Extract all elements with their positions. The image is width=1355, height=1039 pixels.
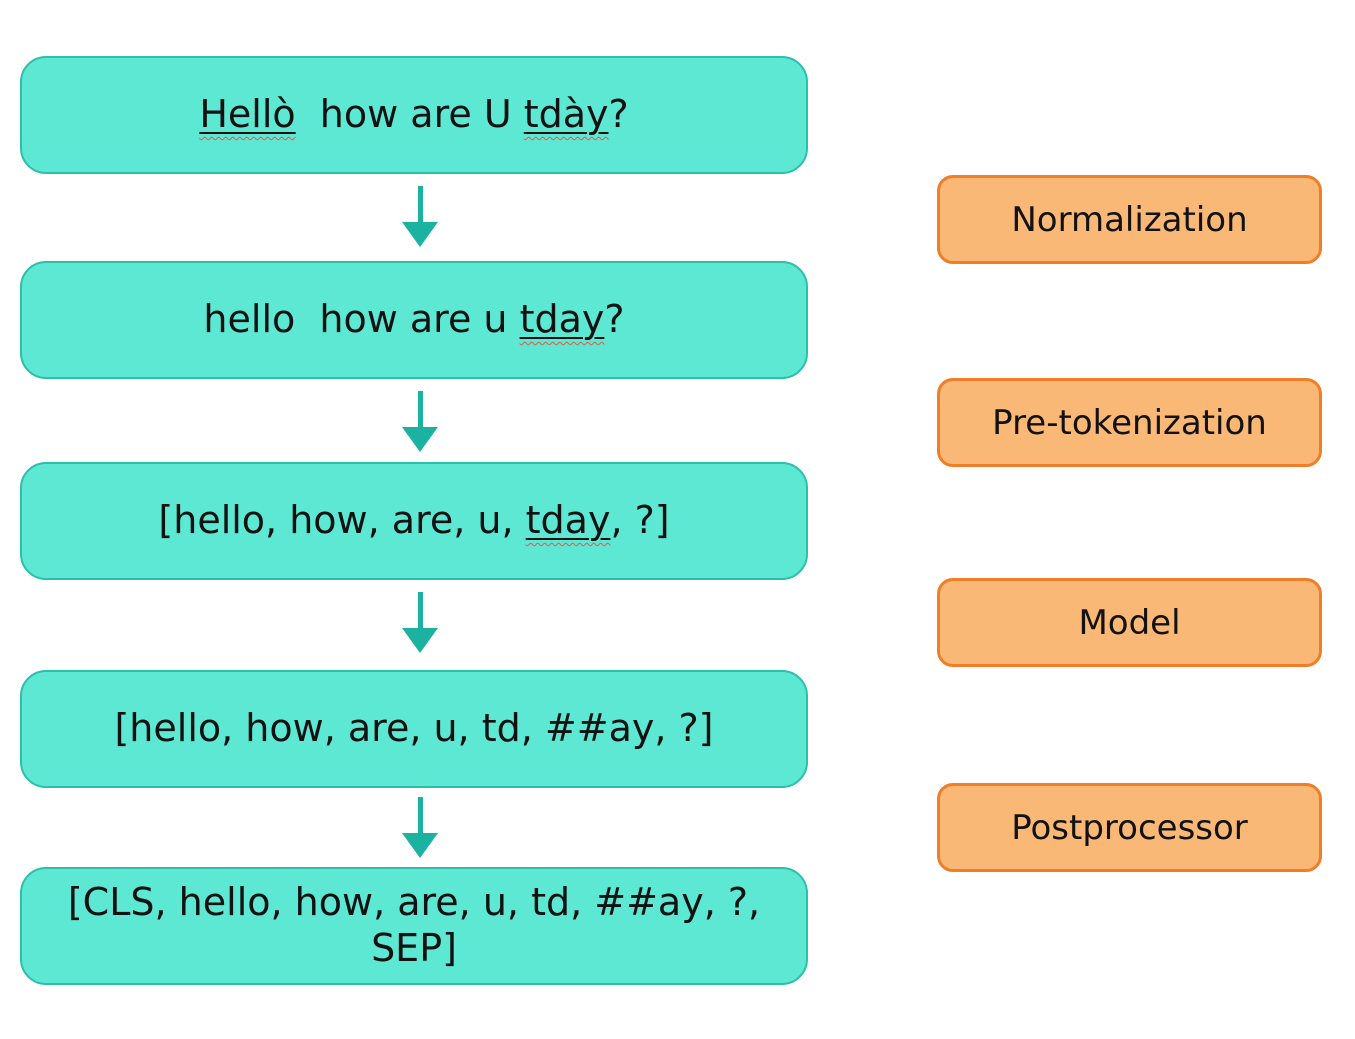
label-text-pre-tokenization: Pre-tokenization xyxy=(992,402,1267,443)
label-text-postprocessor: Postprocessor xyxy=(1011,807,1248,848)
stage-box-model-tokens: [hello, how, are, u, td, ##ay, ?] xyxy=(20,670,808,788)
label-box-postprocessor: Postprocessor xyxy=(937,783,1322,872)
underlined-word: tday xyxy=(519,297,605,342)
label-text-model: Model xyxy=(1078,602,1181,643)
down-arrow-icon xyxy=(402,592,438,653)
underlined-word: Hellò xyxy=(199,92,296,137)
stage-text-postprocessed-tokens: [CLS, hello, how, are, u, td, ##ay, ?, S… xyxy=(67,880,773,970)
label-box-pre-tokenization: Pre-tokenization xyxy=(937,378,1322,467)
stage-box-normalized-text: hello how are u tday? xyxy=(20,261,808,379)
down-arrow-icon xyxy=(402,797,438,858)
label-box-model: Model xyxy=(937,578,1322,667)
stage-box-postprocessed-tokens: [CLS, hello, how, are, u, td, ##ay, ?, S… xyxy=(20,867,808,985)
stage-text-normalized: hello how are u tday? xyxy=(203,297,625,342)
stage-text-model-tokens: [hello, how, are, u, td, ##ay, ?] xyxy=(114,706,714,751)
stage-text-raw-input: Hellò how are U tdày? xyxy=(199,92,629,137)
down-arrow-icon xyxy=(402,186,438,247)
stage-box-raw-input: Hellò how are U tdày? xyxy=(20,56,808,174)
underlined-word: tdày xyxy=(523,92,609,137)
underlined-word: tday xyxy=(525,498,611,543)
label-text-normalization: Normalization xyxy=(1011,199,1248,240)
stage-text-pre-tokenized: [hello, how, are, u, tday, ?] xyxy=(158,498,670,543)
label-box-normalization: Normalization xyxy=(937,175,1322,264)
stage-box-pre-tokenized: [hello, how, are, u, tday, ?] xyxy=(20,462,808,580)
down-arrow-icon xyxy=(402,391,438,452)
